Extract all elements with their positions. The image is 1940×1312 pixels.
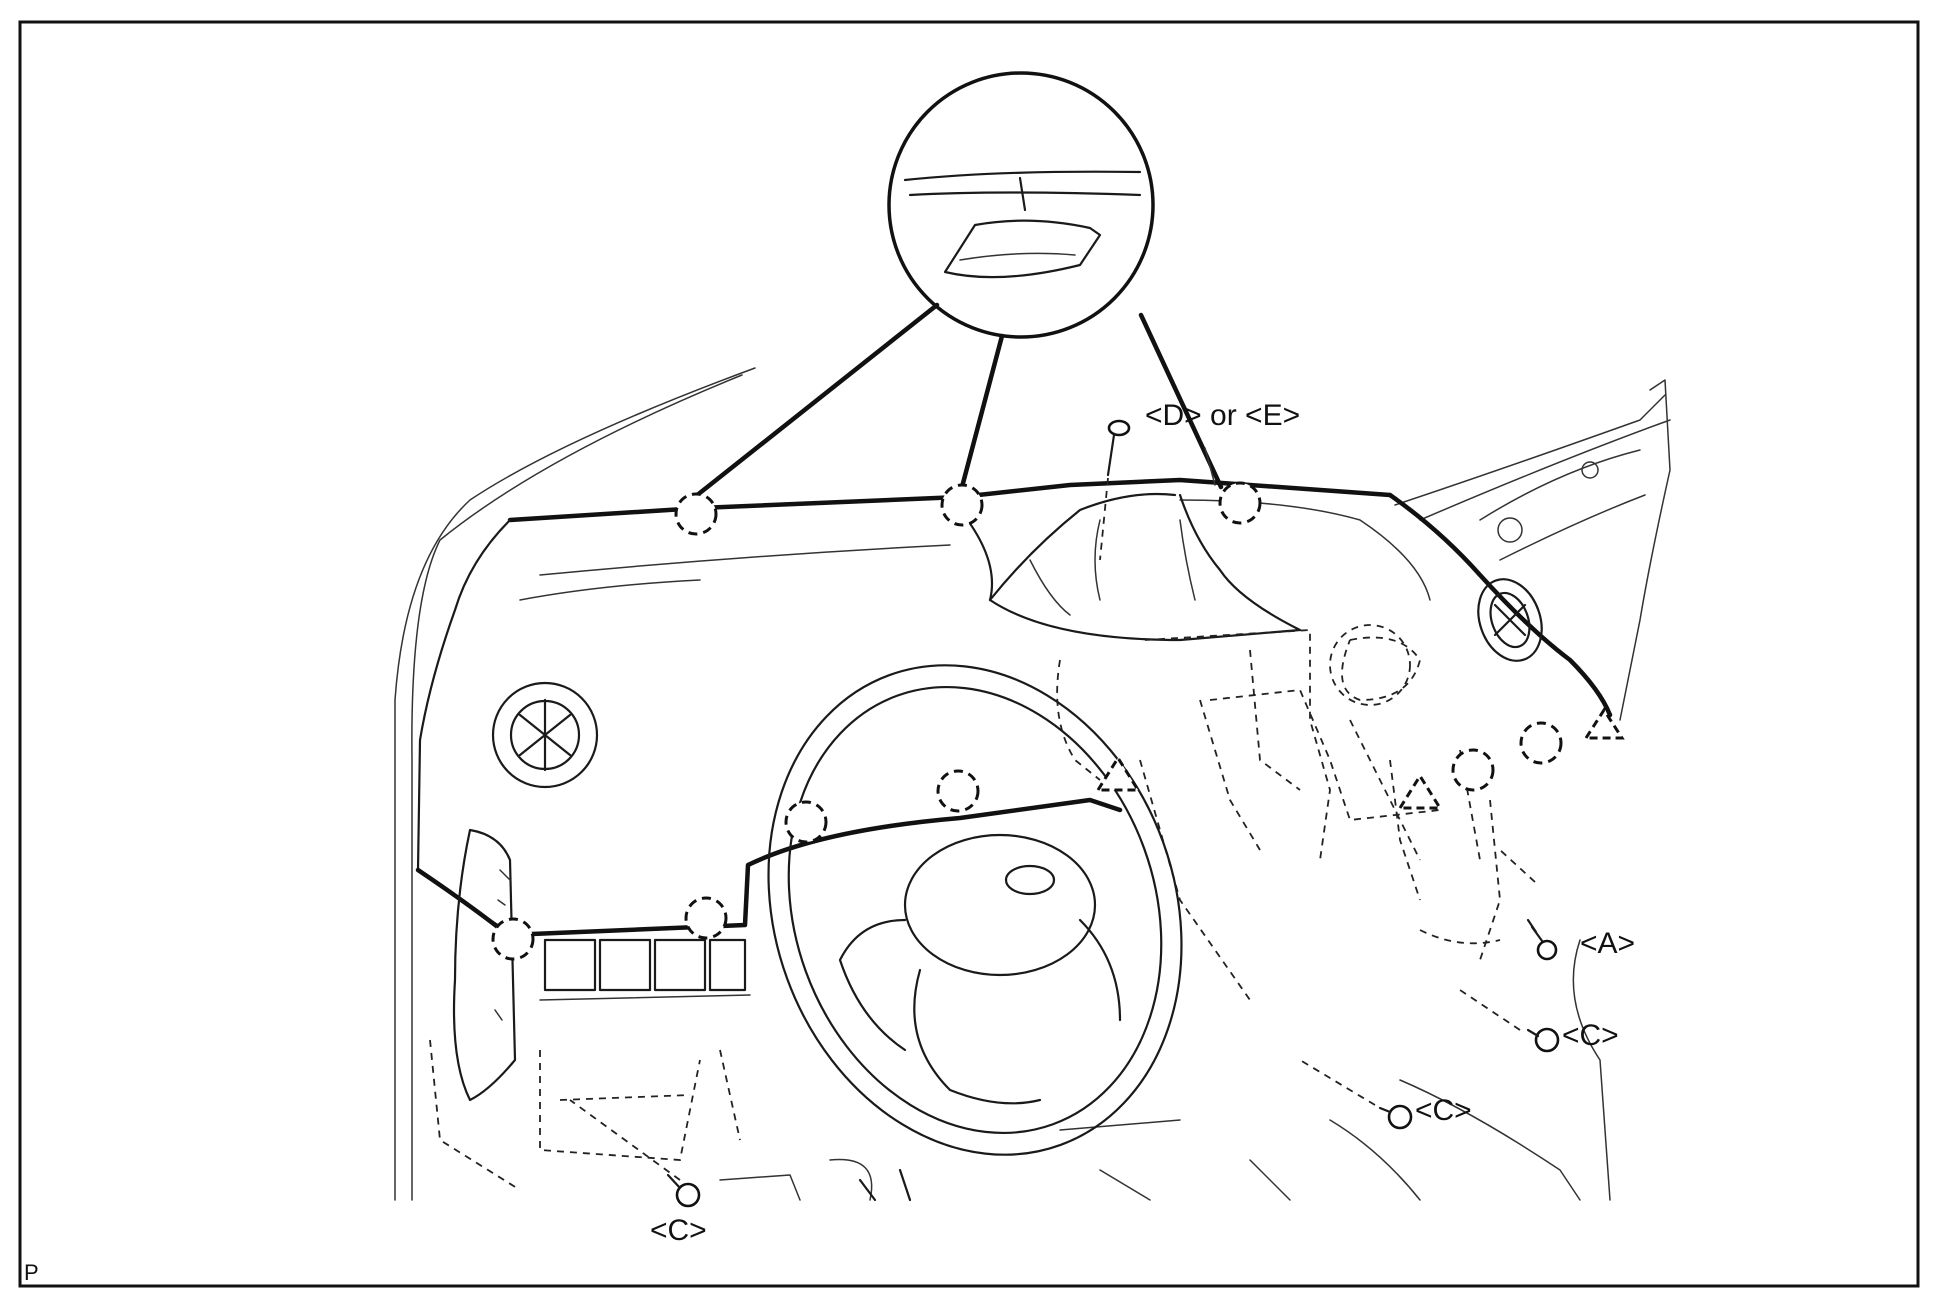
corner-mark: P bbox=[24, 1260, 39, 1285]
clip-lower-2 bbox=[936, 769, 980, 813]
clip-detail-inset bbox=[887, 71, 1155, 339]
fasteners bbox=[569, 419, 1560, 1208]
clip-top-3 bbox=[1218, 481, 1262, 525]
inset-leader-lines bbox=[693, 302, 1224, 499]
clip-right-1 bbox=[1451, 748, 1495, 792]
clip-lower-4 bbox=[491, 917, 535, 961]
label-c-bottom: <C> bbox=[650, 1214, 707, 1247]
label-d-or-e: <D> or <E> bbox=[1145, 399, 1300, 432]
steering-wheel bbox=[767, 664, 1183, 1202]
label-a: <A> bbox=[1580, 927, 1635, 960]
instrument-panel bbox=[415, 477, 1613, 1201]
label-c-right-lower: <C> bbox=[1415, 1094, 1472, 1127]
clip-markers bbox=[491, 481, 1563, 961]
vehicle-body-outline bbox=[394, 367, 1671, 1201]
claw-3 bbox=[1583, 707, 1625, 740]
screw-d-or-e bbox=[1099, 419, 1131, 561]
claw-1 bbox=[1095, 755, 1141, 792]
claw-markers bbox=[1095, 707, 1625, 810]
bolt-c-bottom bbox=[569, 1099, 701, 1208]
clip-top-1 bbox=[674, 492, 718, 536]
label-c-right-upper: <C> bbox=[1562, 1019, 1619, 1052]
bolt-a bbox=[1499, 849, 1558, 961]
clip-lower-1 bbox=[784, 800, 828, 844]
clip-top-2 bbox=[940, 483, 984, 527]
figure-border bbox=[18, 20, 1920, 1288]
bolt-c-right-upper bbox=[1459, 989, 1560, 1053]
clip-right-2 bbox=[1519, 721, 1563, 765]
bolt-c-right-lower bbox=[1299, 1059, 1413, 1130]
claw-2 bbox=[1397, 773, 1443, 810]
clip-lower-3 bbox=[684, 896, 728, 940]
